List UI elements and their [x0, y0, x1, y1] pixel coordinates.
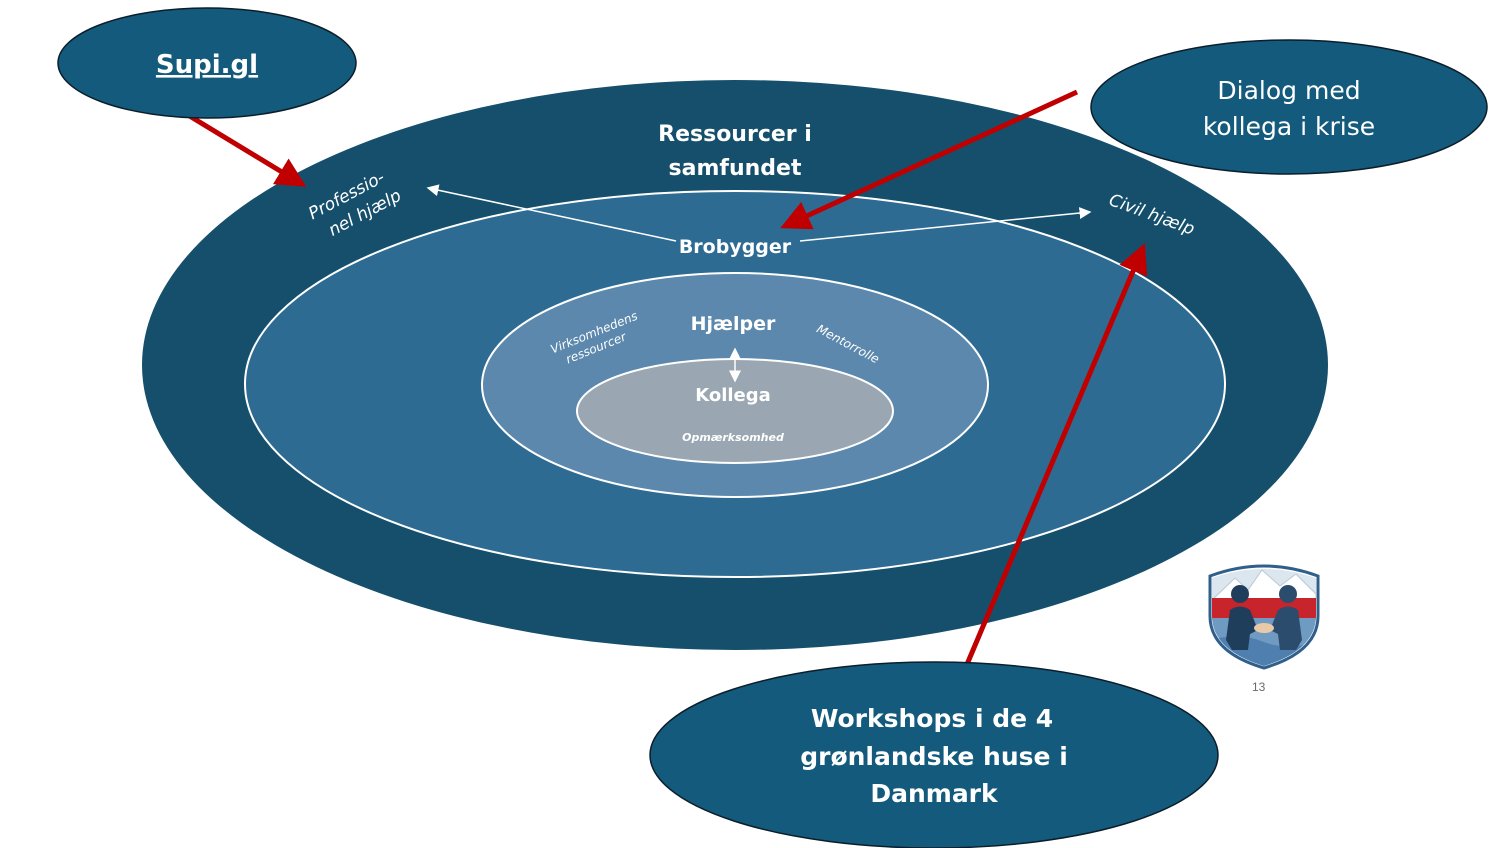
dialog-callout-line2: kollega i krise	[1203, 112, 1375, 141]
dialog-callout-line1: Dialog med	[1217, 76, 1360, 105]
workshops-callout	[649, 661, 1219, 848]
arrow-to-civil-help	[799, 207, 1092, 242]
core-subtitle: Opmærksomhed	[682, 431, 784, 444]
red-arrow-workshops	[954, 243, 1148, 689]
inner-title: Hjælper	[691, 313, 776, 335]
outer-title-line1: Ressourcer i	[658, 122, 812, 147]
supi-link[interactable]: Supi.gl	[156, 50, 258, 80]
outer-title-line2: samfundet	[669, 156, 802, 181]
arrow-to-professional-help	[426, 184, 677, 242]
supi-callout[interactable]	[57, 7, 357, 119]
workshops-callout-line2: grønlandske huse i	[800, 742, 1068, 771]
dialog-callout	[1090, 39, 1488, 175]
red-arrow-dialog	[780, 89, 1079, 230]
core-title: Kollega	[695, 385, 771, 406]
workshops-callout-line1: Workshops i de 4	[811, 704, 1053, 733]
middle-title: Brobygger	[679, 236, 792, 258]
workshops-callout-line3: Danmark	[870, 779, 999, 808]
page-number: 13	[1252, 680, 1266, 694]
red-arrow-supi	[181, 109, 307, 187]
handshake-shield-icon	[1208, 564, 1320, 670]
